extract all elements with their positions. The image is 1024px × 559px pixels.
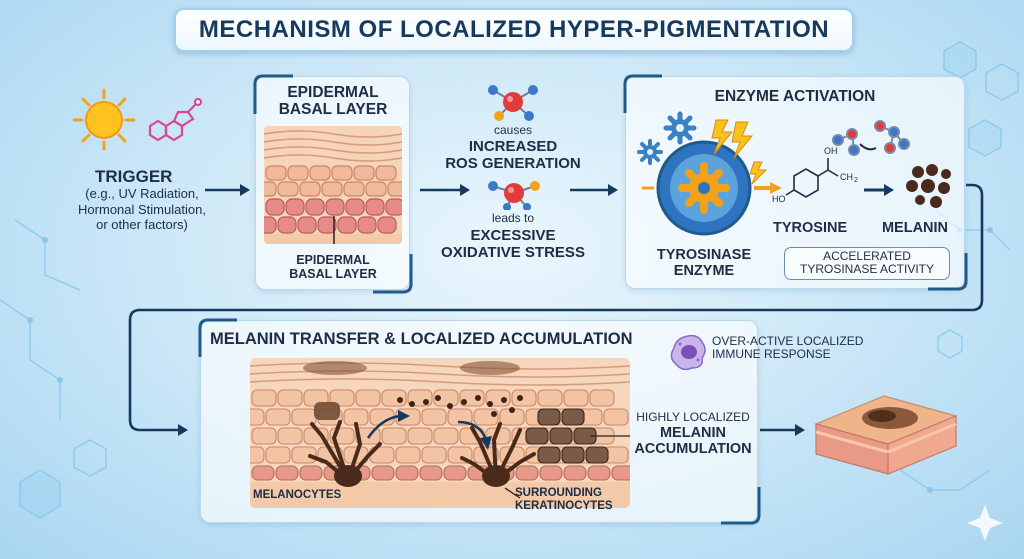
transfer-melanin-granules [314, 395, 523, 420]
tyrosinase-enzyme-illustration [637, 111, 782, 236]
transfer-arrows [366, 414, 488, 441]
enzyme-heading: ENZYME ACTIVATION [714, 88, 876, 105]
hyperpigmented-skin-block [814, 395, 958, 475]
keratinocytes-label: SURROUNDING KERATINOCYTES [515, 487, 613, 512]
formula-oh-top: OH [824, 146, 838, 156]
melanin-label: MELANIN [881, 220, 949, 236]
accelerated-activity-label: ACCELERATED TYROSINASE ACTIVITY [799, 249, 935, 277]
melanocyte-left-body [334, 465, 362, 487]
melanin-accumulation-label: MELANIN ACCUMULATION [634, 425, 752, 457]
melanin-transfer-skin-illustration [250, 358, 630, 508]
small-gear-icon [637, 111, 697, 165]
formula-ho: HO [772, 194, 786, 204]
basal-panel-corner-accents [253, 74, 413, 294]
formula-sub: 2 [854, 177, 858, 184]
melanocytes-label: MELANOCYTES [253, 489, 342, 501]
formula-ch2: CH [840, 172, 853, 182]
transfer-heading: MELANIN TRANSFER & LOCALIZED ACCUMULATIO… [210, 330, 633, 348]
sun-icon [72, 88, 136, 150]
trigger-heading: TRIGGER [95, 167, 173, 186]
tyrosinase-enzyme-label: TYROSINASE ENZYME [656, 247, 752, 279]
ros-stress: EXCESSIVE OXIDATIVE STRESS [441, 227, 585, 261]
melanin-precursor-molecule-icon [832, 120, 910, 156]
hormone-molecule-icon [148, 97, 203, 142]
melanocyte-right-body [482, 465, 510, 487]
highly-localized-label: HIGHLY LOCALIZED [636, 410, 750, 424]
basal-label: EPIDERMAL BASAL LAYER [289, 253, 377, 281]
ros-leads-to: leads to [491, 211, 535, 225]
basal-skin-illustration [264, 126, 402, 244]
immune-cell-icon [670, 334, 706, 371]
transfer-panel-corner-accents [198, 318, 761, 525]
melanin-granules-icon [906, 164, 951, 208]
accelerated-activity-box [784, 247, 950, 280]
dark-keratinocytes [525, 408, 609, 464]
ros-molecule-icon [488, 85, 538, 121]
ros-molecule-icon-2 [488, 181, 540, 210]
enzyme-gear-icon [678, 162, 730, 214]
enzyme-panel-corner-accents [623, 74, 968, 291]
diagram-title: MECHANISM OF LOCALIZED HYPER-PIGMENTATIO… [198, 16, 830, 43]
tyrosine-label: TYROSINE [773, 220, 848, 236]
lightning-icon [711, 119, 768, 185]
ros-increased: INCREASED ROS GENERATION [445, 138, 581, 172]
title-banner: MECHANISM OF LOCALIZED HYPER-PIGMENTATIO… [174, 8, 854, 52]
trigger-icons [72, 88, 203, 150]
tyrosine-to-melanin-illustration: OH HO CH 2 [772, 120, 951, 208]
trigger-detail: (e.g., UV Radiation, Hormonal Stimulatio… [78, 186, 206, 233]
basal-heading: EPIDERMAL BASAL LAYER [278, 84, 388, 119]
immune-response-label: OVER-ACTIVE LOCALIZED IMMUNE RESPONSE [712, 334, 864, 362]
tyrosine-structure-icon [785, 158, 839, 198]
ros-causes: causes [493, 123, 533, 137]
